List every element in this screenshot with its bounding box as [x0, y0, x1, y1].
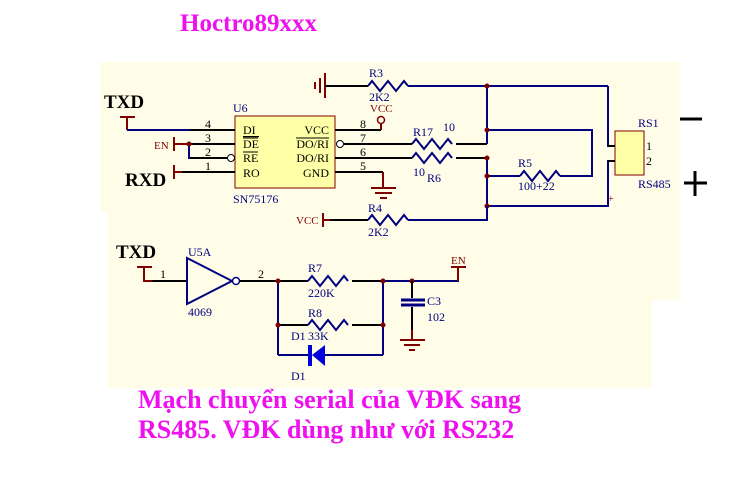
caption: Mạch chuyển serial của VĐK sang RS485. V… [138, 385, 521, 445]
r7-resistor [307, 274, 349, 288]
u5a-part: 4069 [188, 305, 212, 319]
r5-value: 100+22 [518, 179, 555, 193]
txd-bottom-label: TXD [116, 242, 156, 263]
gnd-pin5-symbol [371, 172, 396, 199]
rxd-port [173, 165, 182, 179]
pin-4: 4 [205, 117, 211, 131]
rs1-connector [614, 130, 645, 176]
pin-6: 6 [360, 145, 366, 159]
r6-ref: R6 [427, 171, 441, 185]
r17-resistor [411, 137, 453, 151]
c3-value: 102 [427, 310, 445, 324]
pin-5: 5 [360, 159, 366, 173]
pin-1: 1 [205, 159, 211, 173]
en-left-label: EN [154, 140, 169, 152]
u6-pin-do-ri-6: DO/RI [296, 151, 329, 165]
u6-pin-gnd: GND [303, 166, 329, 180]
c3-ref: C3 [427, 294, 441, 308]
txd-top-port [120, 116, 190, 131]
caption-line-1: Mạch chuyển serial của VĐK sang [138, 385, 522, 414]
d1-ref-top: D1 [291, 329, 306, 343]
r4-ref: R4 [368, 201, 382, 215]
u6-pin-de: DE [243, 137, 259, 151]
do-inversion-bubble [336, 140, 344, 148]
r7-ref: R7 [308, 261, 322, 275]
r5-ref: R5 [518, 156, 532, 170]
rs1-part: RS485 [638, 177, 671, 191]
u6-pin-vcc: VCC [304, 123, 329, 137]
schematic-sheet [108, 62, 680, 388]
r3-ref: R3 [369, 66, 383, 80]
r3-resistor [367, 79, 409, 93]
sheet-cutout [652, 300, 682, 390]
small-plus-mark: + [608, 194, 614, 205]
u5a-inverter [186, 256, 235, 306]
rs1-pin-1: 1 [646, 139, 652, 153]
r4-value: 2K2 [368, 225, 389, 239]
en-right-port [451, 266, 466, 281]
r4-resistor [367, 213, 409, 227]
page-title: Hoctro89xxx [180, 10, 318, 37]
u5a-ref: U5A [188, 245, 212, 259]
vcc-r4-label: VCC [296, 215, 319, 227]
r17-ref: R17 [413, 125, 433, 139]
r8-ref: R8 [308, 306, 322, 320]
caption-line-2: RS485. VĐK dùng như với RS232 [138, 415, 515, 444]
re-inversion-bubble [227, 154, 235, 162]
u6-pin-di: DI [243, 123, 256, 137]
u6-pin-do-ri-7: DO/RI [296, 137, 329, 151]
r6-resistor [411, 151, 453, 165]
r7-value: 220K [308, 286, 335, 300]
en-right-label: EN [451, 255, 466, 267]
en-left-port [173, 137, 192, 159]
u6-ref: U6 [233, 101, 248, 115]
u6-pin-ro: RO [243, 166, 260, 180]
vcc-top-label: VCC [370, 103, 393, 115]
u6-part: SN75176 [233, 192, 278, 206]
pin-8: 8 [360, 117, 366, 131]
plus-sign [684, 171, 707, 196]
c3-capacitor [401, 298, 425, 307]
d1-ref-bottom: D1 [291, 369, 306, 383]
rs1-pin-2: 2 [646, 154, 652, 168]
pin-7: 7 [360, 131, 366, 145]
u5a-pin-out: 2 [258, 267, 264, 281]
pin-2: 2 [205, 145, 211, 159]
gnd-c3-symbol [400, 330, 425, 351]
u5a-pin-in: 1 [160, 267, 166, 281]
u5a-inversion-bubble [231, 276, 241, 286]
sheet-left-extension [100, 62, 150, 212]
rxd-label: RXD [125, 170, 166, 191]
r17-value: 10 [443, 120, 455, 134]
r6-value: 10 [413, 165, 425, 179]
u6-chip: U6 SN75176 DI DE RE RO VCC DO/RI DO/RI G… [233, 101, 336, 206]
r8-resistor [307, 318, 349, 332]
r5-resistor [519, 169, 561, 183]
pin-3: 3 [205, 131, 211, 145]
vcc-terminal [376, 115, 386, 125]
d1-diode [308, 345, 325, 366]
r3-value: 2K2 [369, 90, 390, 104]
r8-value: 33K [308, 329, 329, 343]
u6-pin-re: RE [243, 151, 258, 165]
txd-top-label: TXD [104, 92, 144, 113]
rs1-ref: RS1 [638, 116, 659, 130]
